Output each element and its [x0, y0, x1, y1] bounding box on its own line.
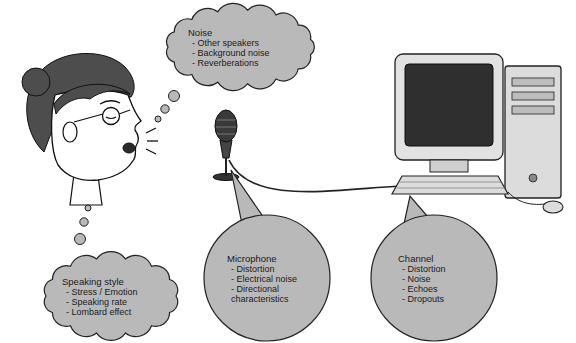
drive-bay — [512, 106, 554, 114]
glasses-arm — [74, 114, 103, 122]
thought-dot — [155, 116, 161, 122]
drive-bay — [512, 78, 554, 86]
bubble-item: - Other speakers — [188, 38, 302, 48]
cloud-shape — [167, 3, 315, 90]
bubble-heading: Speaking style — [62, 276, 170, 287]
bubble-item: - Stress / Emotion — [62, 287, 170, 297]
monitor-screen — [405, 64, 493, 146]
glasses-lens — [103, 108, 120, 125]
glasses-bridge — [119, 110, 130, 114]
speech-mark — [146, 149, 156, 154]
bubble-text-block: Microphone- Distortion- Electrical noise… — [203, 214, 331, 342]
mic-handle — [220, 140, 232, 158]
bubble-outline — [370, 214, 498, 342]
bubble-item: - Speaking rate — [62, 297, 170, 307]
thought-dot — [169, 91, 180, 102]
bubble-text-block: Speaking style- Stress / Emotion- Speaki… — [38, 250, 184, 342]
bubble-item: - Noise — [398, 274, 478, 284]
eyebrow — [100, 101, 120, 104]
mic-grille — [217, 120, 235, 121]
bubble-heading: Channel — [398, 253, 478, 264]
bubble-item: - Reverberations — [188, 58, 302, 68]
speech-bubble: Microphone- Distortion- Electrical noise… — [203, 214, 331, 342]
speech-mark — [146, 128, 156, 133]
drive-bay — [512, 92, 554, 100]
bubble-item: - Dropouts — [398, 294, 478, 304]
speech-mark — [147, 140, 158, 141]
thought-dot — [80, 218, 88, 226]
bubble-heading: Microphone — [227, 253, 311, 264]
microphone-cable — [229, 160, 400, 192]
thought-cloud: Noise- Other speakers- Background noise-… — [160, 2, 320, 92]
keyboard-keys — [400, 182, 502, 183]
mic-head — [215, 110, 237, 142]
hair-fringe — [54, 84, 130, 114]
bubble-item: - Distortion — [398, 264, 478, 274]
ear — [63, 122, 77, 142]
power-button — [529, 174, 537, 182]
bubble-item: - Lombard effect — [62, 307, 170, 317]
thought-dot — [75, 234, 86, 245]
mic-grille — [217, 134, 235, 135]
bubble-item: - Electrical noise — [227, 274, 311, 284]
computer-tower — [505, 66, 561, 198]
bubble-item: - Echoes — [398, 284, 478, 294]
speech-bubble: Channel- Distortion- Noise- Echoes- Drop… — [370, 214, 498, 342]
hair-bun — [22, 68, 50, 96]
thought-dot — [85, 205, 91, 211]
bubble-shape — [204, 215, 330, 341]
monitor-stand — [430, 160, 468, 172]
mouse — [543, 201, 563, 213]
keyboard-keys — [397, 188, 505, 189]
bubble-item: - Distortion — [227, 264, 311, 274]
bubble-heading: Noise — [188, 27, 302, 38]
monitor-bezel — [395, 54, 503, 160]
mic-grille — [216, 127, 236, 128]
bubble-shape — [371, 215, 497, 341]
bubble-text-block: Noise- Other speakers- Background noise-… — [160, 2, 320, 92]
bubble-item: - Background noise — [188, 48, 302, 58]
open-mouth — [123, 143, 135, 153]
bubble-item: - Directional characteristics — [227, 284, 311, 304]
keyboard — [392, 176, 508, 194]
closed-eye — [106, 117, 116, 119]
mouse-cable — [508, 192, 545, 204]
thought-dot — [161, 105, 169, 113]
thought-cloud: Speaking style- Stress / Emotion- Speaki… — [38, 250, 184, 342]
bubble-text-block: Channel- Distortion- Noise- Echoes- Drop… — [370, 214, 498, 342]
cloud-shape — [44, 252, 177, 341]
